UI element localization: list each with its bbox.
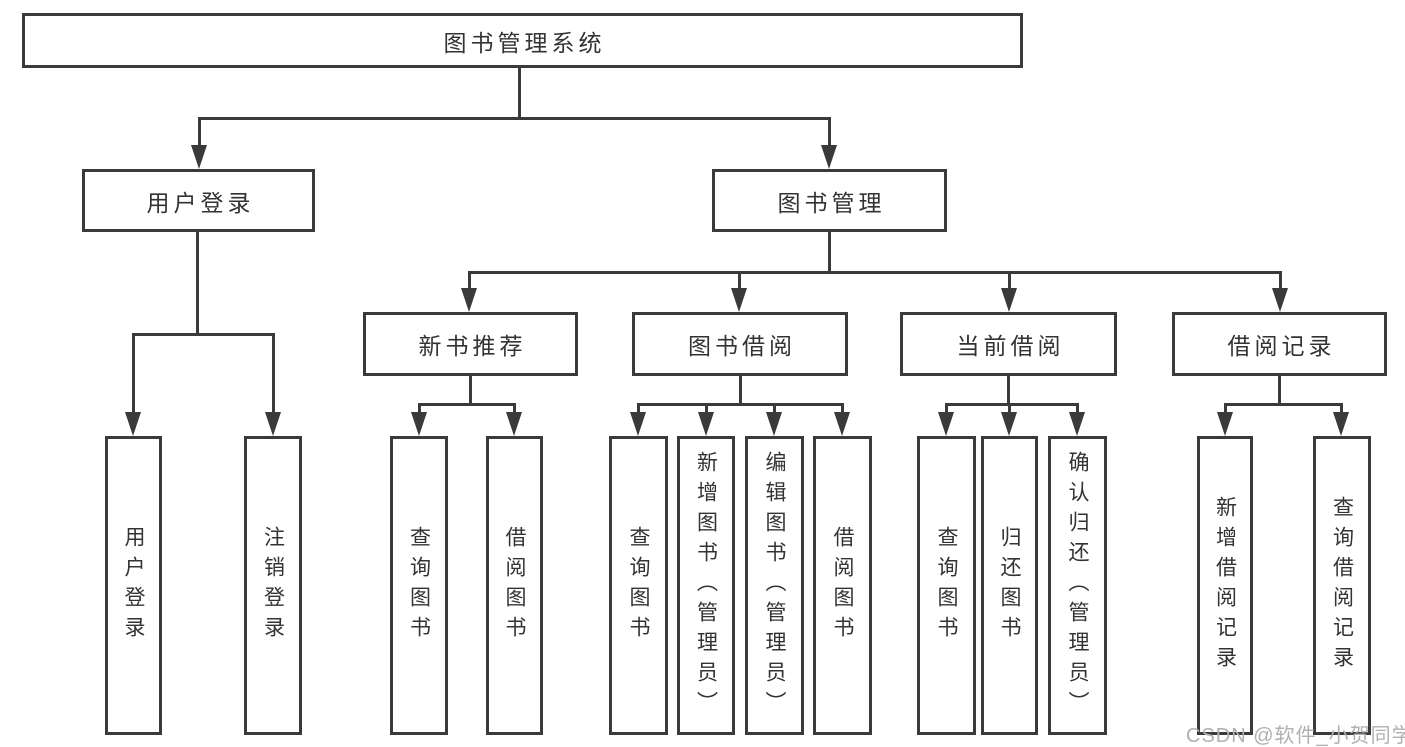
arrowhead-down-icon [766, 412, 782, 436]
connector-user-login-stem [196, 232, 199, 336]
connector-to-user-login [198, 117, 201, 148]
connector-leaf [1340, 403, 1343, 417]
node-library-management-system: 图书管理系统 [22, 13, 1023, 68]
node-new-book-recommend: 新书推荐 [363, 312, 578, 376]
leaf-confirm-return-admin: 确认归还（管理员） [1048, 436, 1107, 735]
arrowhead-down-icon [506, 412, 522, 436]
connector-user-login-split [132, 333, 274, 336]
arrowhead-down-icon [1001, 412, 1017, 436]
leaf-query-books: 查询图书 [390, 436, 448, 735]
connector-root-stem [518, 68, 521, 120]
connector-to-book-management [828, 117, 831, 148]
arrowhead-down-icon [411, 412, 427, 436]
connector-leaf [773, 403, 776, 417]
connector-leaf [1224, 403, 1227, 417]
arrowhead-down-icon [731, 288, 747, 312]
connector-leaf [945, 403, 948, 417]
connector-to-new-book [468, 271, 471, 291]
connector-to-current-borrow [1008, 271, 1011, 291]
leaf-query-borrow-record: 查询借阅记录 [1313, 436, 1371, 735]
connector-to-book-borrow [738, 271, 741, 291]
node-current-borrow: 当前借阅 [900, 312, 1117, 376]
arrowhead-down-icon [630, 412, 646, 436]
leaf-query-books: 查询图书 [609, 436, 668, 735]
leaf-return-books: 归还图书 [981, 436, 1038, 735]
node-user-login: 用户登录 [82, 169, 315, 232]
arrowhead-down-icon [1069, 412, 1085, 436]
arrowhead-down-icon [1272, 288, 1288, 312]
arrowhead-down-icon [821, 145, 837, 169]
connector-leaf [513, 403, 516, 417]
arrowhead-down-icon [461, 288, 477, 312]
arrowhead-down-icon [1001, 288, 1017, 312]
connector-current-borrow-split [945, 403, 1079, 406]
connector-book-management-split [468, 271, 1281, 274]
connector-leaf [705, 403, 708, 417]
connector-leaf [1076, 403, 1079, 417]
connector-book-borrow-stem [739, 376, 742, 406]
connector-book-management-stem [828, 232, 831, 274]
csdn-watermark: CSDN @软件_小贺同学 [1186, 725, 1405, 747]
connector-borrow-records-stem [1278, 376, 1281, 406]
node-book-management: 图书管理 [712, 169, 947, 232]
leaf-logout: 注销登录 [244, 436, 302, 735]
arrowhead-down-icon [265, 412, 281, 436]
leaf-borrow-books: 借阅图书 [813, 436, 872, 735]
arrowhead-down-icon [191, 145, 207, 169]
leaf-add-books-admin: 新增图书（管理员） [677, 436, 735, 735]
connector-to-borrow-records [1279, 271, 1282, 291]
leaf-borrow-books: 借阅图书 [486, 436, 543, 735]
connector-leaf [418, 403, 421, 417]
connector-new-book-split [418, 403, 516, 406]
connector-borrow-records-split [1224, 403, 1343, 406]
connector-leaf [841, 403, 844, 417]
arrowhead-down-icon [698, 412, 714, 436]
leaf-add-borrow-record: 新增借阅记录 [1197, 436, 1253, 735]
leaf-edit-books-admin: 编辑图书（管理员） [745, 436, 804, 735]
node-book-borrow: 图书借阅 [632, 312, 848, 376]
leaf-user-login: 用户登录 [105, 436, 162, 735]
node-borrow-records: 借阅记录 [1172, 312, 1387, 376]
connector-leaf [1008, 403, 1011, 417]
connector-current-borrow-stem [1007, 376, 1010, 406]
connector-book-borrow-split [637, 403, 844, 406]
arrowhead-down-icon [938, 412, 954, 436]
leaf-query-books: 查询图书 [917, 436, 976, 735]
arrowhead-down-icon [1217, 412, 1233, 436]
connector-root-split [198, 117, 831, 120]
arrowhead-down-icon [1333, 412, 1349, 436]
connector-leaf [637, 403, 640, 417]
connector-new-book-stem [469, 376, 472, 406]
arrowhead-down-icon [834, 412, 850, 436]
arrowhead-down-icon [125, 412, 141, 436]
connector-to-leaf-user-login [132, 333, 135, 415]
connector-to-leaf-logout [272, 333, 275, 415]
